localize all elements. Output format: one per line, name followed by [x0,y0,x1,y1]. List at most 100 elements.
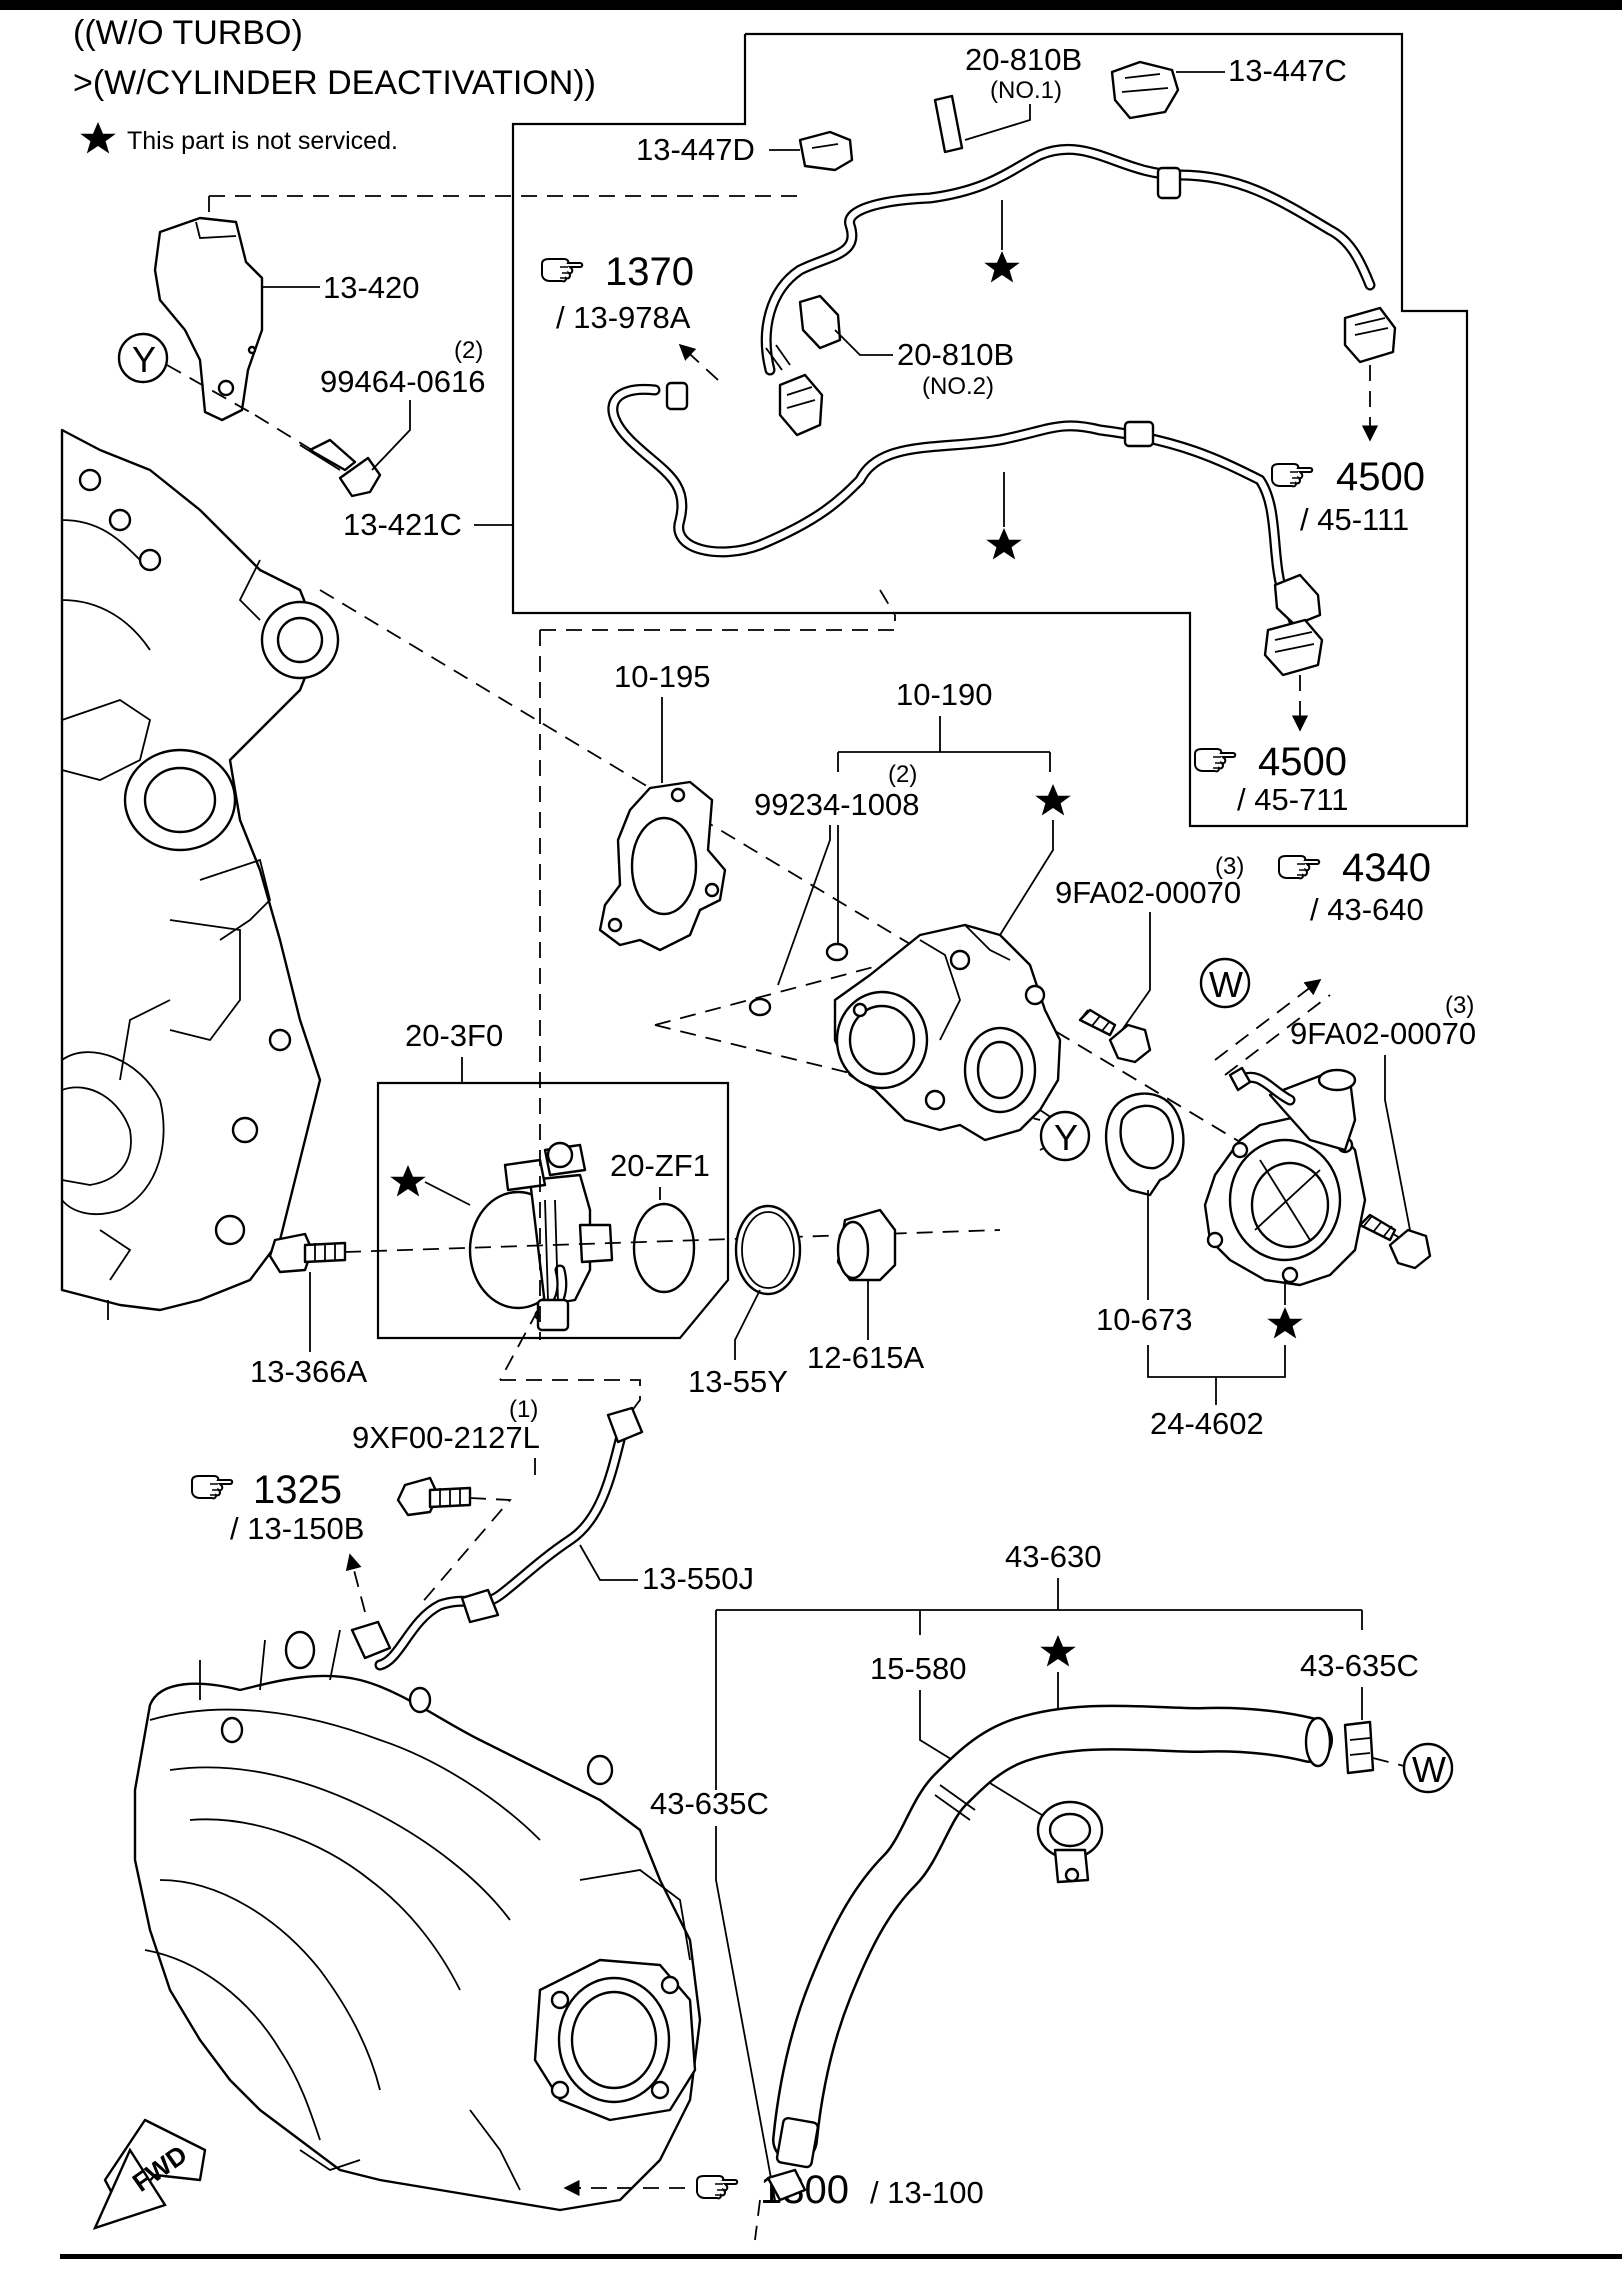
bolt-9FA02-a [1078,1008,1152,1064]
star-icon [986,528,1022,560]
bracket-13-420 [153,216,264,422]
label-99234-1008: 99234-1008 [754,787,920,822]
label-13-55Y: 13-55Y [688,1364,788,1399]
ref-4340-number: 4340 [1342,846,1431,890]
ref-1370-number: 1370 [605,250,694,294]
clip-13-447D [798,130,854,172]
ref-1325-subref: / 13-150B [230,1511,364,1546]
label-9FA02-a: 9FA02-00070 [1055,875,1241,910]
star-icon [80,122,116,154]
star-icon [1035,784,1071,816]
gasket-10-195 [598,780,727,952]
label-9XF00-2127L: 9XF00-2127L [352,1420,540,1455]
hose-43-630 [772,1704,1333,2169]
marker-w-lower [1402,1742,1454,1794]
bolt-99464-0616 [299,438,382,498]
oring-13-55Y [734,1204,802,1296]
label-12-615A: 12-615A [807,1340,925,1375]
pointing-hand-icon [1278,855,1321,880]
header-line2: >(W/CYLINDER DEACTIVATION)) [73,64,596,102]
label-20-810B-no1-sub: (NO.1) [990,77,1062,104]
ref-1370-subref: / 13-978A [556,300,691,335]
header-line1: ((W/O TURBO) [73,14,303,52]
star-icon [390,1165,426,1197]
clip-43-635C-right [1343,1720,1375,1775]
label-9XF00-qty: (1) [509,1396,538,1423]
not-serviced-note: This part is not serviced. [127,127,398,155]
lower-cable [607,381,1324,677]
label-99464-0616: 99464-0616 [320,364,486,399]
marker-y-upper [117,332,169,384]
label-9FA02-b: 9FA02-00070 [1290,1016,1476,1051]
bolt-9FA02-b [1358,1213,1432,1270]
gasket-10-673 [1104,1092,1185,1197]
star-icon [984,251,1020,283]
group-20-3F0-frame [376,1081,730,1340]
pointing-hand-icon [1271,463,1314,488]
star-icon [1040,1635,1076,1667]
label-20-3F0: 20-3F0 [405,1018,503,1053]
clip-13-447C [1110,60,1180,120]
ref-1325-number: 1325 [253,1468,342,1512]
ref-4500b-subref: / 45-711 [1237,782,1348,817]
bolt-13-366A [268,1232,347,1274]
gasket-20-ZF1 [632,1202,696,1294]
label-43-630: 43-630 [1005,1539,1102,1574]
label-20-ZF1: 20-ZF1 [610,1148,710,1183]
ref-4500a-subref: / 45-111 [1300,502,1409,537]
label-20-810B-no2: 20-810B [897,337,1014,372]
pointing-hand-icon [1194,748,1237,773]
valve-assembly-20-3F0 [468,1141,614,1332]
throttle-body-10-190 [833,923,1062,1151]
label-13-550J: 13-550J [642,1561,754,1596]
fwd-arrow: FWD [92,2118,207,2230]
bottom-border [60,2254,1622,2259]
label-13-366A: 13-366A [250,1354,368,1389]
marker-y-upper-text: Y [132,339,156,380]
label-13-420: 13-420 [323,270,420,305]
tube-13-550J [350,1406,644,1671]
upper-cable [760,144,1397,437]
bolt-9XF00-2127L [396,1476,472,1517]
label-99234-qty: (2) [888,761,917,788]
spacer-12-615A [836,1208,897,1282]
marker-y-middle-text: Y [1054,1117,1078,1158]
marker-w-lower-text: W [1412,1749,1446,1790]
label-15-580: 15-580 [870,1651,967,1686]
label-10-190: 10-190 [896,677,993,712]
marker-w-upper-text: W [1209,964,1243,1005]
ref-4500b-number: 4500 [1258,740,1347,784]
label-43-635C-left: 43-635C [650,1786,769,1821]
pointing-hand-icon [541,258,584,283]
label-13-421C: 13-421C [343,507,462,542]
marker-y-middle [1039,1110,1091,1162]
ref-1300-subref: / 13-100 [870,2175,984,2210]
dowel-pin-upper [825,942,849,962]
label-99464-qty: (2) [454,337,483,364]
pointing-hand-icon [696,2175,739,2200]
label-24-4602: 24-4602 [1150,1406,1264,1441]
label-43-635C-right: 43-635C [1300,1648,1419,1683]
water-housing-24-4602 [1203,1066,1367,1287]
clip-43-635C-left [766,2168,807,2202]
label-13-447C: 13-447C [1228,53,1347,88]
dowel-pin-lower [748,997,772,1017]
pointing-hand-icon [191,1475,234,1500]
label-20-810B-no1: 20-810B [965,42,1082,77]
label-13-447D: 13-447D [636,132,755,167]
label-9FA02-b-qty: (3) [1445,992,1474,1019]
label-9FA02-a-qty: (3) [1215,853,1244,880]
clip-15-580 [1036,1800,1104,1884]
label-20-810B-no2-sub: (NO.2) [922,373,994,400]
clip-20-810B-no1 [933,94,964,154]
cable-group-frame [511,32,1469,828]
top-border [0,0,1622,10]
label-10-673: 10-673 [1096,1302,1193,1337]
intake-manifold [133,1629,702,2212]
label-10-195: 10-195 [614,659,711,694]
ref-4500a-number: 4500 [1336,455,1425,499]
marker-w-upper [1199,957,1251,1009]
ref-4340-subref: / 43-640 [1310,892,1424,927]
engine-block [60,428,340,1320]
